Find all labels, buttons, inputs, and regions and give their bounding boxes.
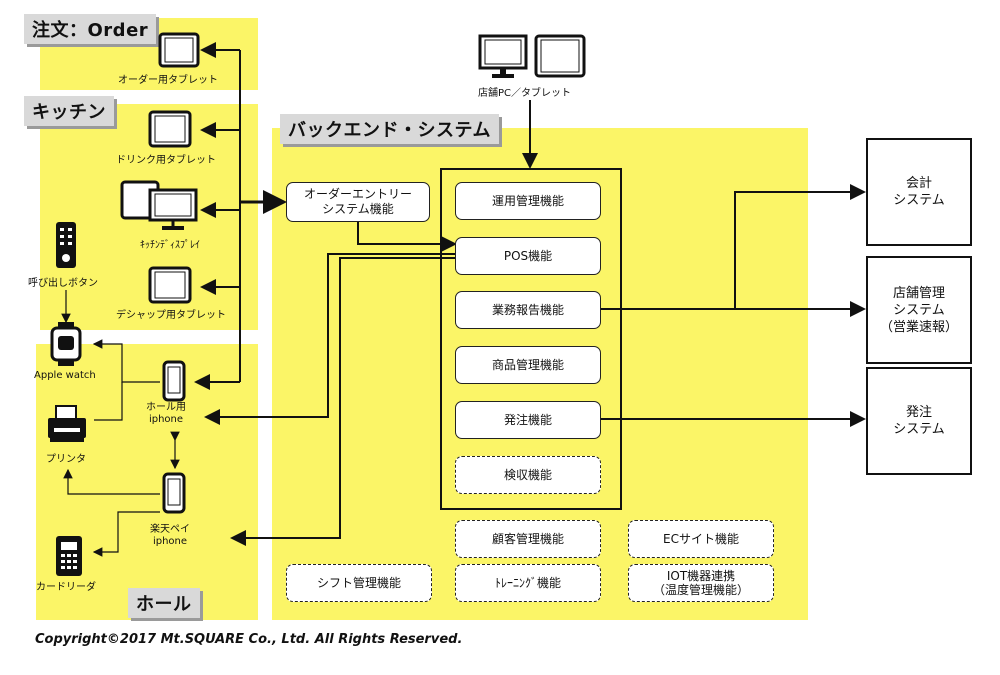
functions-panel xyxy=(440,168,622,510)
function-pos: POS機能 xyxy=(455,237,601,275)
card-reader-label: カードリーダ xyxy=(36,582,96,593)
order-tablet-label: オーダー用タブレット xyxy=(118,75,218,86)
order-entry-box: オーダーエントリー システム機能 xyxy=(286,182,430,222)
function-ops-mgmt: 運用管理機能 xyxy=(455,182,601,220)
ordering-system: 発注 システム xyxy=(866,367,972,475)
hall-iphone-icon xyxy=(162,360,186,402)
backend-zone-title: バックエンド・システム xyxy=(280,114,499,144)
order-zone-title: 注文：Order xyxy=(24,14,157,44)
drink-tablet-icon xyxy=(148,110,192,148)
hall-zone-title: ホール xyxy=(128,588,200,618)
function-ec-site: ECサイト機能 xyxy=(628,520,774,558)
printer-icon xyxy=(48,405,86,442)
order-tablet-icon xyxy=(158,32,200,68)
store-pc-icon xyxy=(478,34,586,78)
card-reader-icon xyxy=(56,536,82,576)
rakuten-iphone-icon xyxy=(162,472,186,514)
printer-label: プリンタ xyxy=(46,454,86,465)
drink-tablet-label: ドリンク用タブレット xyxy=(116,155,216,166)
function-training: ﾄﾚｰﾆﾝｸﾞ機能 xyxy=(455,564,601,602)
dishup-tablet-label: デシャップ用タブレット xyxy=(116,310,226,321)
store-mgmt-system: 店舗管理 システム （営業速報） xyxy=(866,256,972,364)
function-iot: IOT機器連携 （温度管理機能） xyxy=(628,564,774,602)
function-inspection: 検収機能 xyxy=(455,456,601,494)
accounting-system: 会計 システム xyxy=(866,138,972,246)
dishup-tablet-icon xyxy=(148,266,192,304)
copyright: Copyright©2017 Mt.SQUARE Co., Ltd. All R… xyxy=(35,632,463,647)
call-button-icon xyxy=(56,222,76,268)
kitchen-display-icon xyxy=(120,180,198,230)
function-shift-mgmt: シフト管理機能 xyxy=(286,564,432,602)
function-ordering: 発注機能 xyxy=(455,401,601,439)
function-product-mgmt: 商品管理機能 xyxy=(455,346,601,384)
function-customer-mgmt: 顧客管理機能 xyxy=(455,520,601,558)
rakuten-iphone-label: 楽天ペイ iphone xyxy=(150,524,190,547)
kitchen-display-label: ｷｯﾁﾝﾃﾞｨｽﾌﾟﾚｲ xyxy=(140,240,200,251)
function-business-report: 業務報告機能 xyxy=(455,291,601,329)
apple-watch-label: Apple watch xyxy=(34,370,96,381)
store-pc-label: 店舗PC／タブレット xyxy=(478,88,572,99)
hall-iphone-label: ホール用 iphone xyxy=(146,402,186,425)
call-button-label: 呼び出しボタン xyxy=(28,278,98,289)
kitchen-zone-title: キッチン xyxy=(24,96,114,126)
apple-watch-icon xyxy=(50,322,82,366)
